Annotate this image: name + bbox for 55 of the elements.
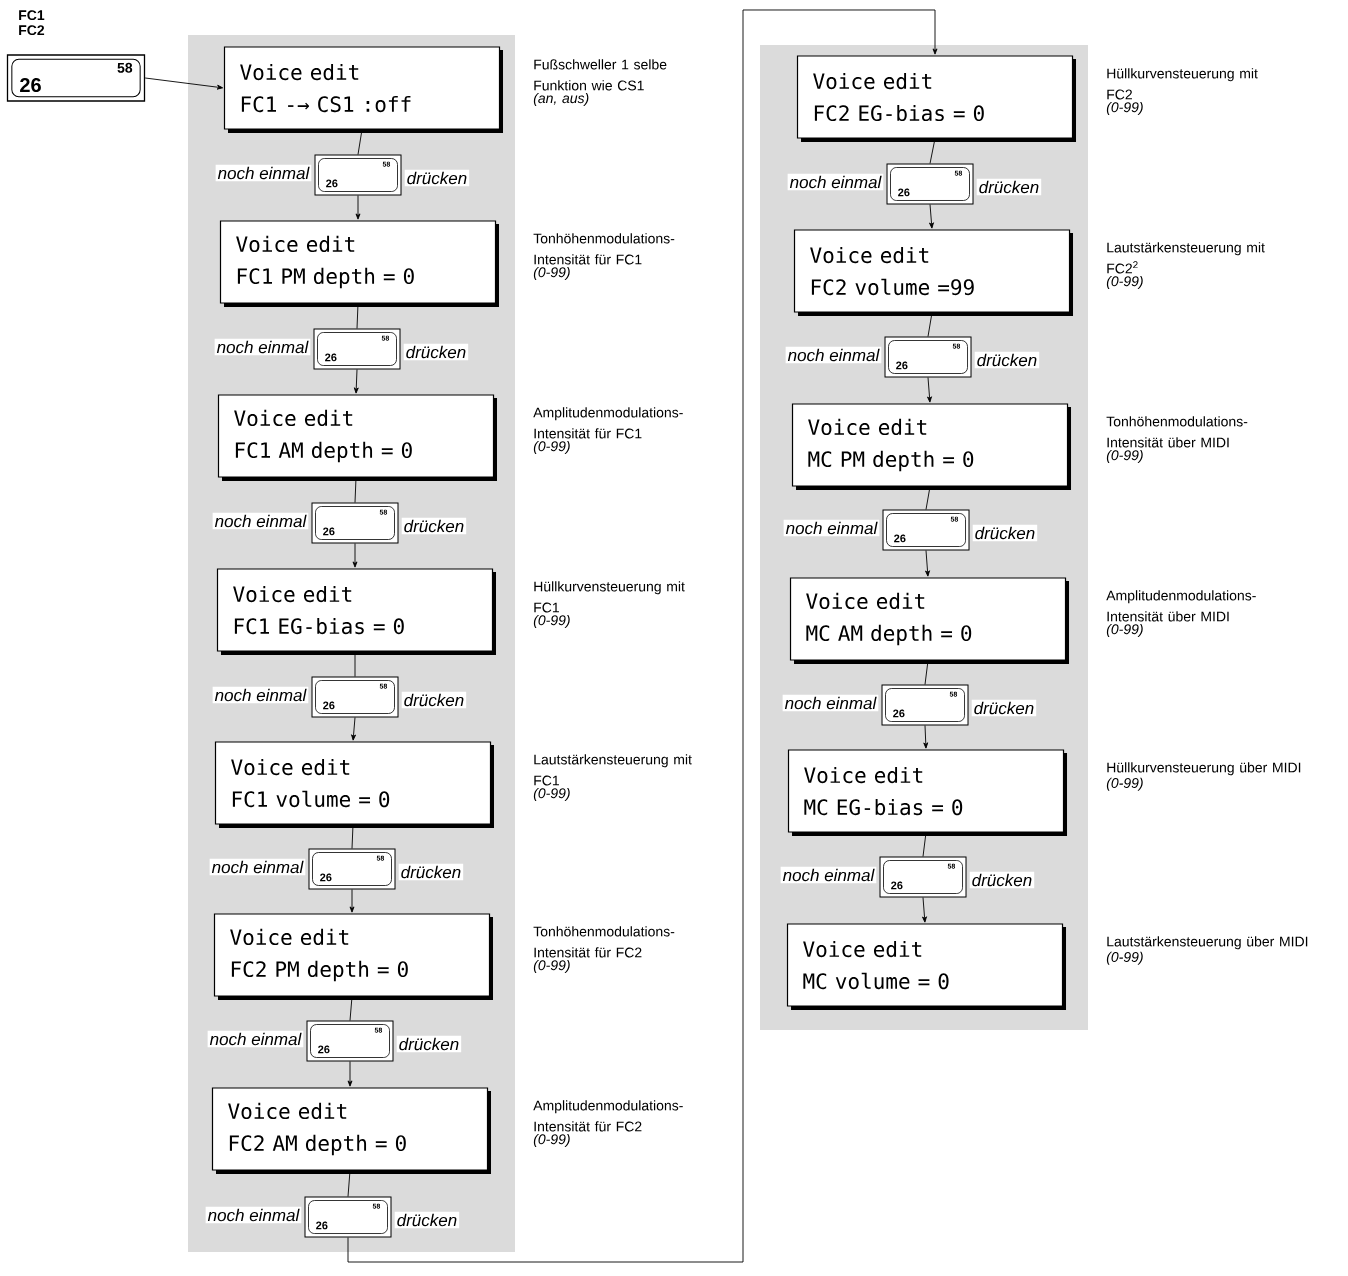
description-text: Amplitudenmodulations-Intensität für FC2 bbox=[533, 1100, 683, 1132]
description-text: Lautstärkensteuerung mit FC2$^{2}$ bbox=[1107, 242, 1265, 274]
range-text: (0-99) bbox=[533, 614, 570, 628]
arrow bbox=[353, 369, 359, 394]
lcd-display: Voice edit FC1 PM depth = 0 bbox=[219, 220, 499, 307]
lcd-display: Voice edit MC volume = 0 bbox=[786, 923, 1066, 1010]
lcd-display: Voice edit FC1 volume = 0 bbox=[214, 741, 494, 828]
arrow bbox=[347, 1061, 353, 1087]
key-button: 26 58 bbox=[6, 54, 146, 102]
lcd-display: Voice edit FC2 volume =99 bbox=[793, 229, 1073, 316]
lcd-display: Voice edit FC1 AM depth = 0 bbox=[217, 394, 497, 481]
arrow bbox=[929, 204, 934, 229]
description-text: Lautstärkensteuerung mit FC1 bbox=[534, 754, 692, 786]
range-text: (0-99) bbox=[1106, 449, 1143, 463]
range-text: (0-99) bbox=[533, 787, 570, 801]
lcd-display: Voice edit FC2 AM depth = 0 bbox=[211, 1087, 491, 1174]
arrow bbox=[355, 195, 361, 220]
description-text: Hüllkurvensteuerung über MIDI bbox=[1107, 762, 1301, 776]
lcd-display: Voice edit FC2 EG-bias = 0 bbox=[796, 55, 1076, 142]
arrow bbox=[922, 897, 927, 923]
key-label: FC2 bbox=[19, 25, 45, 36]
description-text: Hüllkurvensteuerung mit FC2 bbox=[1107, 68, 1258, 100]
lcd-display: Voice edit MC PM depth = 0 bbox=[791, 403, 1071, 490]
range-text: (0-99) bbox=[1106, 623, 1143, 637]
description-text: Hüllkurvensteuerung mit FC1 bbox=[534, 581, 685, 613]
range-text: (0-99) bbox=[1106, 951, 1143, 965]
range-text: (0-99) bbox=[533, 266, 570, 280]
arrow bbox=[351, 717, 356, 741]
lcd-display: Voice edit FC1 -→ CS1 :off bbox=[223, 46, 503, 133]
description-text: Amplitudenmodulations-Intensität für FC1 bbox=[533, 407, 683, 439]
description-text: Amplitudenmodulations-Intensität über MIDI bbox=[1106, 590, 1256, 622]
arrow bbox=[352, 543, 358, 568]
arrow bbox=[923, 725, 929, 749]
lcd-display: Voice edit FC1 EG-bias = 0 bbox=[216, 568, 496, 655]
arrow bbox=[927, 377, 932, 403]
arrow bbox=[925, 550, 930, 577]
description-text: Lautstärkensteuerung über MIDI bbox=[1107, 936, 1308, 950]
range-text: (0-99) bbox=[533, 959, 570, 973]
arrow bbox=[349, 889, 355, 913]
key-label: FC1 bbox=[19, 10, 45, 21]
lcd-display: Voice edit MC AM depth = 0 bbox=[789, 577, 1069, 664]
arrow bbox=[144, 77, 224, 90]
lcd-display: Voice edit FC2 PM depth = 0 bbox=[213, 913, 493, 1000]
lcd-display: Voice edit MC EG-bias = 0 bbox=[787, 749, 1067, 836]
description-text: Tonhöhenmodulations-Intensität für FC2 bbox=[533, 926, 675, 958]
description-text: Tonhöhenmodulations-Intensität über MIDI bbox=[1106, 416, 1248, 448]
description-text: Fußschweller 1 selbe Funktion wie CS1 bbox=[534, 59, 667, 91]
arrow bbox=[347, 9, 938, 1263]
range-text: (0-99) bbox=[1106, 101, 1143, 115]
range-text: (0-99) bbox=[533, 1133, 570, 1147]
range-text: (an, aus) bbox=[533, 92, 589, 106]
description-text: Tonhöhenmodulations-Intensität für FC1 bbox=[533, 233, 675, 265]
range-text: (0-99) bbox=[1106, 275, 1143, 289]
range-text: (0-99) bbox=[533, 440, 570, 454]
range-text: (0-99) bbox=[1106, 777, 1143, 791]
